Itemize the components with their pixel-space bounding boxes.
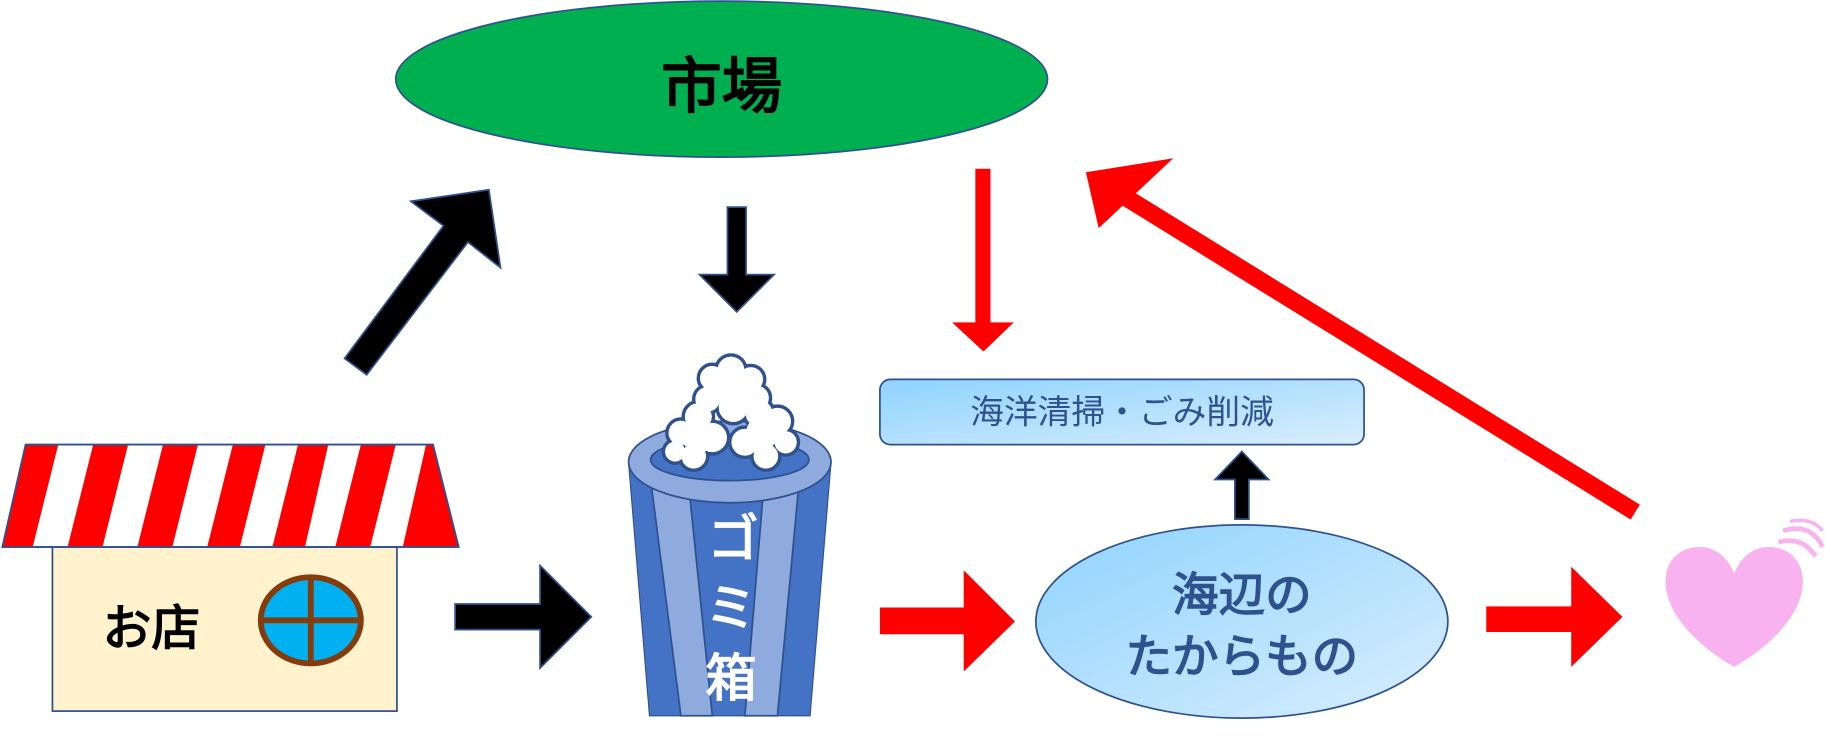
treasure-line2: たからもの	[1125, 630, 1358, 684]
trash-bin-node: ゴ ミ 箱	[627, 353, 832, 717]
bin-char-1: ゴ	[708, 509, 759, 569]
store-awning	[1, 443, 460, 548]
arrow-store-to-market	[343, 188, 502, 376]
arrow-store-to-bin	[454, 563, 593, 671]
store-node: お店	[1, 443, 460, 712]
bin-char-3: 箱	[705, 649, 756, 709]
window-icon	[257, 574, 364, 667]
treasure-line1: 海辺の	[1172, 568, 1312, 622]
arrow-heart-to-market	[1085, 158, 1640, 520]
arrow-treasure-to-cleanup	[1213, 450, 1271, 520]
treasure-node: 海辺の たからもの	[1034, 524, 1449, 719]
heart-icon	[1665, 518, 1825, 667]
cleanup-box: 海洋清掃・ごみ削減	[879, 378, 1365, 446]
market-node: 市場	[394, 0, 1049, 158]
market-label: 市場	[661, 52, 782, 122]
arrow-bin-to-treasure	[879, 570, 1015, 672]
bin-char-2: ミ	[705, 579, 756, 639]
cleanup-label: 海洋清掃・ごみ削減	[970, 393, 1274, 432]
arrow-treasure-to-heart	[1486, 566, 1623, 667]
arrow-market-to-bin	[697, 206, 777, 314]
store-label: お店	[102, 600, 200, 657]
arrow-market-to-cleanup	[952, 168, 1014, 352]
